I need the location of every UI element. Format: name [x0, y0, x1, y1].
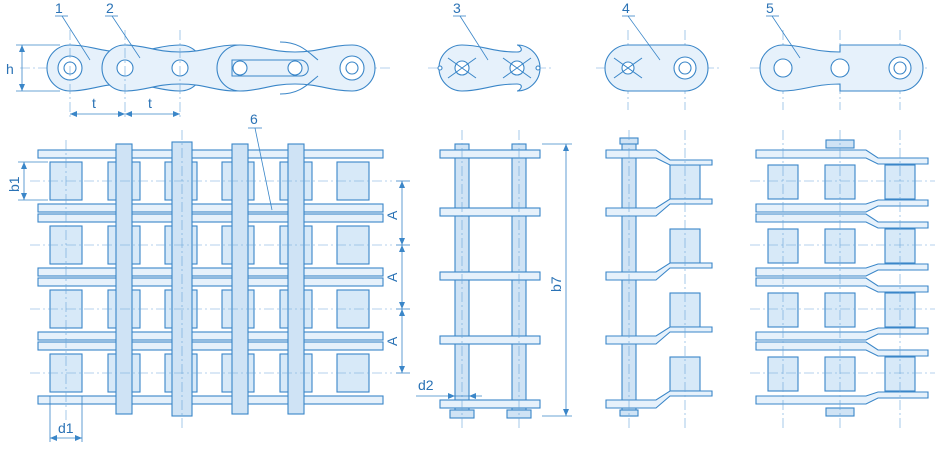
connecting-link-side-view: 3	[428, 0, 552, 92]
chain-side-view: h t t 1 2	[6, 0, 392, 120]
clip-arm-lower	[279, 75, 319, 95]
dim-a1-label: A	[384, 210, 400, 220]
pins	[115, 141, 305, 417]
dim-d1-label: d1	[58, 420, 74, 436]
connecting-plate	[438, 44, 541, 92]
pin-hole	[678, 61, 692, 75]
cotter-pin	[613, 57, 643, 79]
dim-t2-label: t	[148, 95, 152, 111]
pin-end	[535, 65, 541, 71]
offset-plate	[604, 44, 709, 92]
callout-1: 1	[55, 0, 63, 16]
dim-b7-label: b7	[548, 276, 564, 292]
link-plates	[37, 149, 384, 405]
pin-hole	[345, 61, 359, 75]
offset-link-side-view: 4	[596, 0, 722, 110]
callout-2: 2	[106, 0, 114, 16]
roller-hole	[232, 60, 248, 76]
cotter-pin	[447, 57, 477, 79]
dim-t1-label: t	[92, 95, 96, 111]
double-offset-link-side-view: 5	[750, 0, 930, 110]
double-offset-link-top-view	[750, 130, 935, 430]
spring-clip	[231, 59, 309, 77]
dim-d2-label: d2	[418, 377, 434, 393]
pin-hole	[893, 61, 907, 75]
dim-b1-label: b1	[6, 176, 22, 192]
roller-hole	[287, 60, 303, 76]
callout-5: 5	[766, 0, 774, 16]
cotter-pin	[502, 57, 532, 79]
callout-3: 3	[453, 0, 461, 16]
callout-4: 4	[622, 0, 630, 16]
roller-hole	[830, 58, 850, 78]
dim-a3-label: A	[384, 336, 400, 346]
offset-link-top-view	[605, 130, 713, 430]
pin-end	[437, 65, 443, 71]
roller-row	[49, 161, 370, 393]
dim-a2-label: A	[384, 272, 400, 282]
roller-hole	[773, 58, 793, 78]
multi-row-chain-top-view: b1 A A A d1 6	[6, 111, 410, 442]
connecting-link-top-view: b7 d2	[416, 130, 572, 430]
dim-h-label: h	[6, 61, 14, 77]
callout-6: 6	[250, 111, 258, 127]
clip-arm	[279, 41, 319, 61]
